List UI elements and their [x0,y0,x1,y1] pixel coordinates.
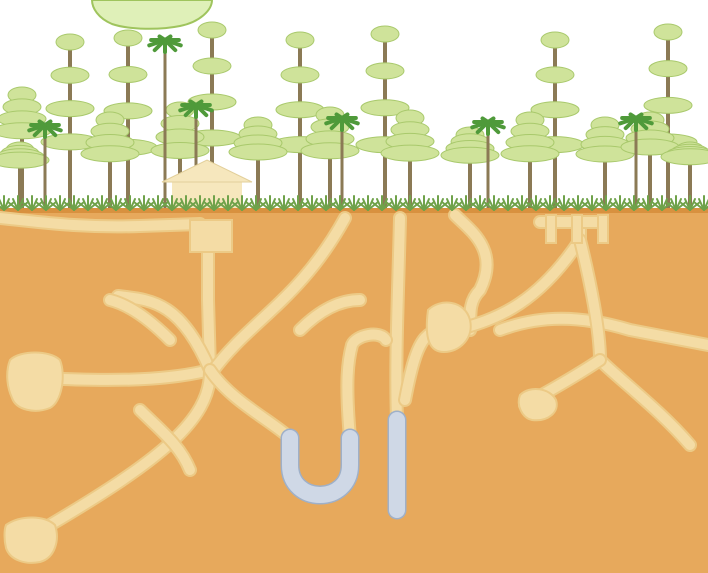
chamber [598,215,608,243]
chamber [519,389,557,420]
tree-foliage [229,144,287,160]
sky [0,0,708,212]
tree-foliage [109,66,147,82]
tree-foliage [301,143,359,159]
tree-trunk [126,38,130,212]
tree-foliage [46,101,94,117]
tree-foliage [541,32,569,48]
tree-foliage [649,61,687,77]
tree-foliage [0,152,49,168]
tree-foliage [654,24,682,40]
tree-foliage [56,34,84,50]
tree-foliage [51,67,89,83]
tree-trunk [666,32,670,212]
tree-foliage [281,67,319,83]
tree-foliage [193,58,231,74]
palm-trunk [164,40,167,212]
tree-foliage [151,143,209,159]
tree-foliage [114,30,142,46]
chamber [572,215,582,243]
tree-foliage [366,63,404,79]
tunnel-interior [396,218,400,420]
chamber [546,215,556,243]
chamber [427,303,471,352]
tree-foliage [501,146,559,162]
tree-foliage [286,32,314,48]
tree-foliage [536,67,574,83]
tree-foliage [371,26,399,42]
tree-foliage [661,149,708,165]
tree-foliage [441,147,499,163]
tree-trunk [298,40,302,212]
tree-foliage [198,22,226,38]
chamber [5,518,57,563]
tree-foliage [81,146,139,162]
tree-foliage [644,97,692,113]
tree-trunk [553,40,557,212]
tree-foliage [381,145,439,161]
tree-trunk [383,34,387,212]
chamber [7,353,63,411]
chamber [190,220,232,252]
